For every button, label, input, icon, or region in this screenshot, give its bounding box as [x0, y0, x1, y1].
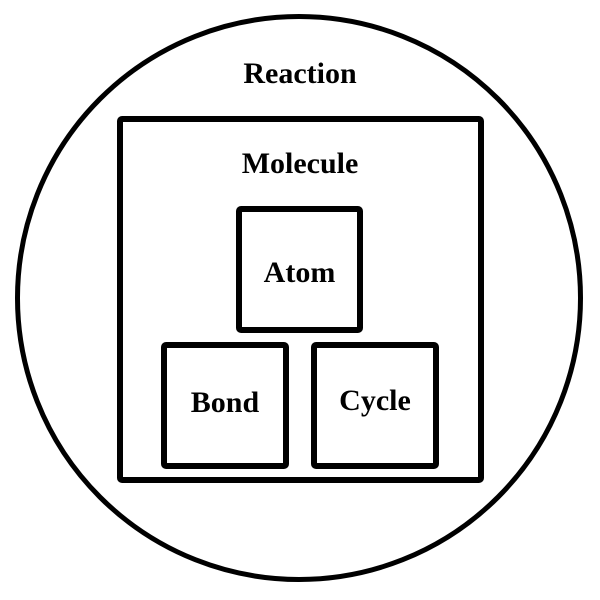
- atom-label: Atom: [263, 256, 336, 289]
- cycle-box: [311, 342, 439, 469]
- bond-box: [161, 342, 289, 469]
- bond-label: Bond: [190, 386, 260, 419]
- cycle-label: Cycle: [339, 384, 411, 417]
- reaction-label: Reaction: [243, 57, 357, 90]
- atom-box: [236, 206, 363, 333]
- reaction-circle: [15, 14, 583, 582]
- molecule-label: Molecule: [241, 147, 359, 180]
